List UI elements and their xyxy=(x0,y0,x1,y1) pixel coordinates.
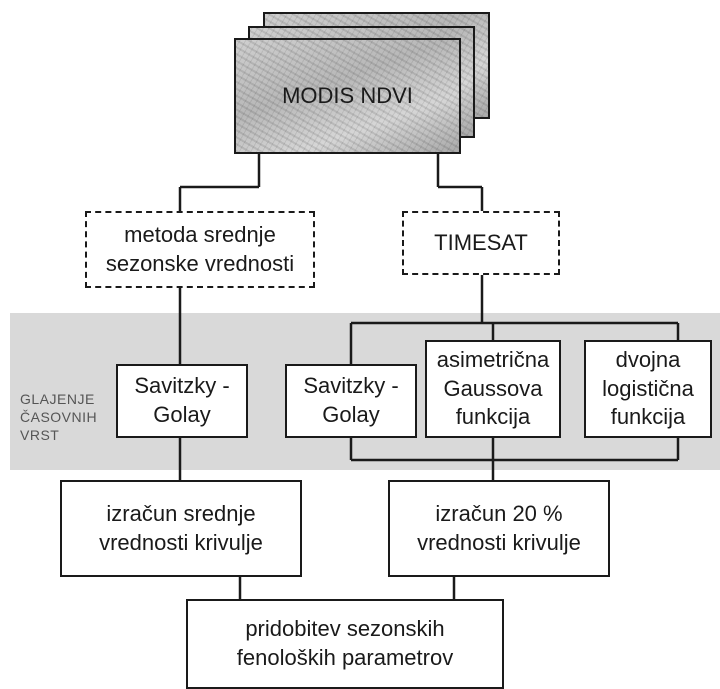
asym-gauss-node: asimetrična Gaussova funkcija xyxy=(425,340,561,438)
phenology-params-label: pridobitev sezonskih fenoloških parametr… xyxy=(236,616,454,670)
savitzky-golay-right-node: Savitzky - Golay xyxy=(285,364,417,438)
double-logistic-node: dvojna logistična funkcija xyxy=(584,340,712,438)
phenology-params-node: pridobitev sezonskih fenoloških parametr… xyxy=(186,599,504,689)
pct20-curve-label: izračun 20 % vrednosti krivulje xyxy=(417,500,581,555)
asym-gauss-label: asimetrična Gaussova funkcija xyxy=(436,347,550,430)
ndvi-image-label: MODIS NDVI xyxy=(282,83,413,108)
pct20-curve-node: izračun 20 % vrednosti krivulje xyxy=(388,480,610,577)
savitzky-golay-left-node: Savitzky - Golay xyxy=(116,364,248,438)
mean-curve-label: izračun srednje vrednosti krivulje xyxy=(99,500,263,555)
double-logistic-label: dvojna logistična funkcija xyxy=(602,347,694,430)
savitzky-golay-right-label: Savitzky - Golay xyxy=(303,373,399,427)
mean-curve-node: izračun srednje vrednosti krivulje xyxy=(60,480,302,577)
mean-season-method-node: metoda srednje sezonske vrednosti xyxy=(85,211,315,288)
ndvi-image-node: MODIS NDVI xyxy=(234,38,461,154)
mean-season-method-label: metoda srednje sezonske vrednosti xyxy=(105,221,295,276)
timesat-node: TIMESAT xyxy=(402,211,560,275)
timesat-label: TIMESAT xyxy=(434,229,528,255)
band-title: GLAJENJE ČASOVNIH VRST xyxy=(20,391,98,444)
savitzky-golay-left-label: Savitzky - Golay xyxy=(134,373,230,427)
